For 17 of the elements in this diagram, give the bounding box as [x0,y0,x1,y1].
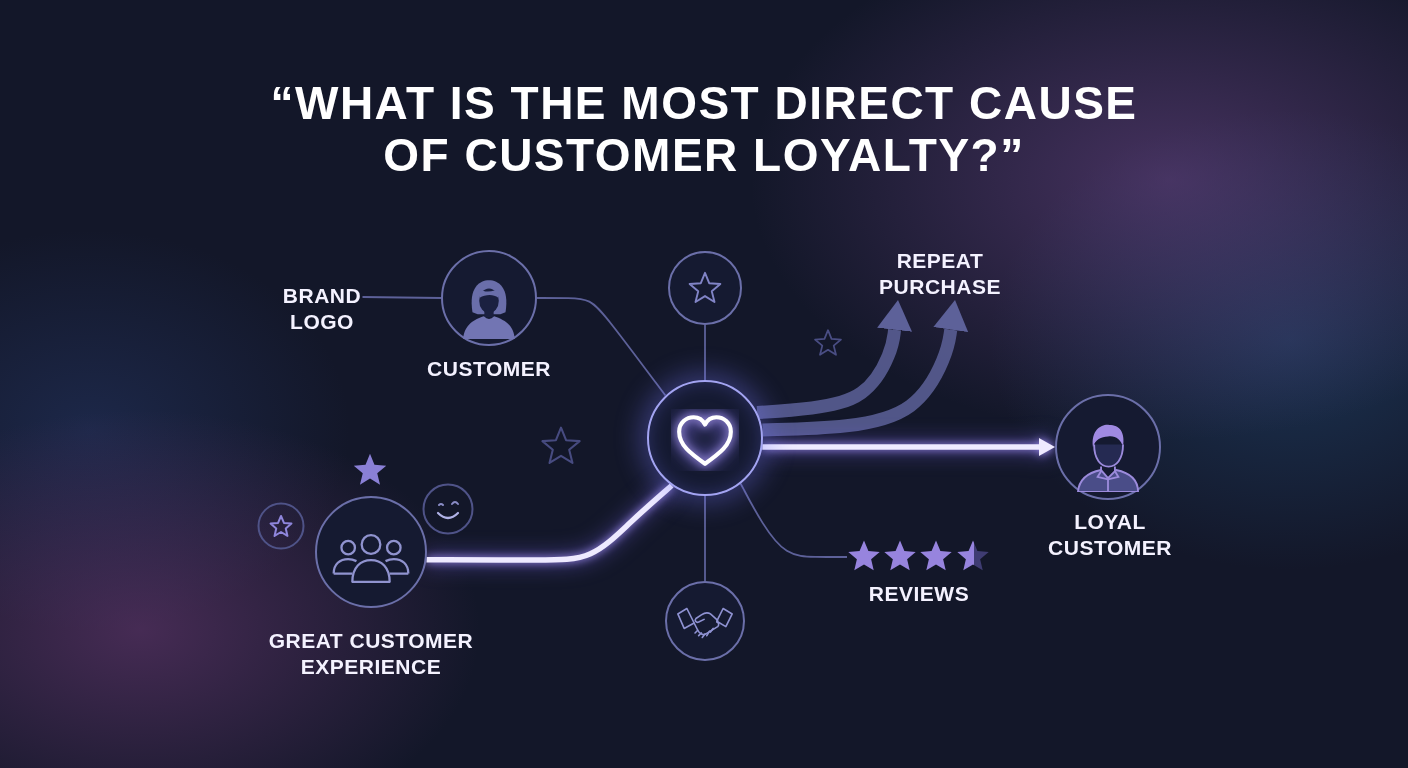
node-label: LOYAL CUSTOMER [1047,509,1173,561]
glowing-line [426,483,674,563]
connector-line [704,495,706,582]
title: “WHAT IS THE MOST DIRECT CAUSE OF CUSTOMER LOYALTY?” [269,77,1139,181]
node-label: REVIEWS [868,581,970,607]
connector-line [361,296,442,299]
connector-line [536,297,667,397]
curved-arrow [762,300,966,437]
node-label: REPEAT PURCHASE [878,248,1002,300]
connector-line [739,482,848,558]
node-label: CUSTOMER [426,356,552,382]
curved-arrow [756,300,910,420]
hub-circle [647,380,763,496]
arrow [762,439,1055,455]
node-label: BRAND LOGO [281,283,363,335]
connector-line [704,324,706,381]
node-label: GREAT CUSTOMER EXPERIENCE [267,628,475,680]
